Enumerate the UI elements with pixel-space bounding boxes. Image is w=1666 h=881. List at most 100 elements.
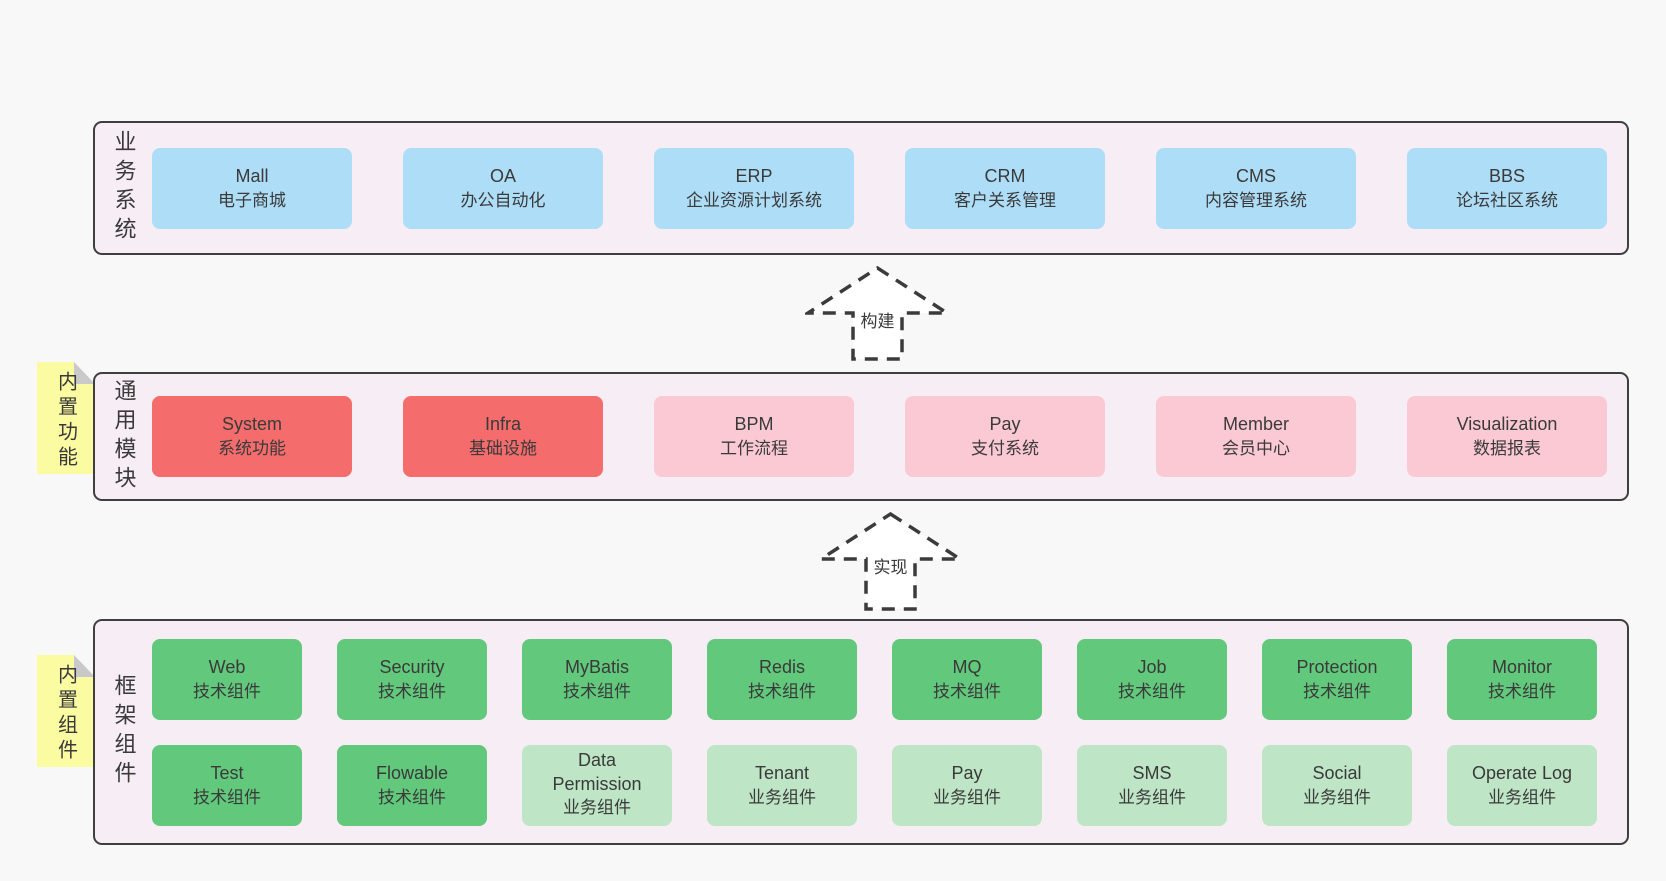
box-oa: OA 办公自动化 xyxy=(403,147,603,229)
box-desc: 支付系统 xyxy=(971,439,1039,459)
box-desc: 数据报表 xyxy=(1473,439,1541,459)
box-name: Infra xyxy=(484,414,522,435)
box-desc: 技术组件 xyxy=(563,681,631,701)
box-social: Social 业务组件 xyxy=(1262,744,1412,826)
box-desc: 技术组件 xyxy=(378,681,446,701)
box-operate-log: Operate Log 业务组件 xyxy=(1447,744,1597,826)
box-desc: 客户关系管理 xyxy=(954,190,1056,210)
box-pay: Pay 支付系统 xyxy=(905,396,1105,477)
box-name: BPM xyxy=(734,414,774,435)
band-boxes: System 系统功能 Infra 基础设施 BPM 工作流程 Pay 支付系统… xyxy=(152,396,1627,477)
sticky-note-built-in-components: 内置组件 xyxy=(37,655,95,767)
box-name: Test xyxy=(210,762,244,783)
box-name: Protection xyxy=(1296,656,1378,677)
box-security: Security 技术组件 xyxy=(337,638,487,720)
band-title: 框架组件 xyxy=(111,674,137,790)
box-desc: 技术组件 xyxy=(748,681,816,701)
box-crm: CRM 客户关系管理 xyxy=(905,147,1105,229)
box-monitor: Monitor 技术组件 xyxy=(1447,638,1597,720)
box-tenant: Tenant 业务组件 xyxy=(707,744,857,826)
box-cms: CMS 内容管理系统 xyxy=(1156,147,1356,229)
note-label: 内置组件 xyxy=(54,664,77,764)
box-desc: 技术组件 xyxy=(1488,681,1556,701)
build-arrow-icon: 构建 xyxy=(805,266,950,362)
build-arrow-label: 构建 xyxy=(861,312,895,331)
box-sms: SMS 业务组件 xyxy=(1077,744,1227,826)
box-desc: 业务组件 xyxy=(563,798,631,818)
box-system: System 系统功能 xyxy=(152,396,352,477)
box-desc: 技术组件 xyxy=(378,787,446,807)
box-bpm: BPM 工作流程 xyxy=(654,396,854,477)
box-desc: 基础设施 xyxy=(469,439,537,459)
band-boxes: Mall 电子商城 OA 办公自动化 ERP 企业资源计划系统 CRM 客户关系… xyxy=(152,147,1627,229)
box-name: Web xyxy=(208,656,246,677)
box-pay-component: Pay 业务组件 xyxy=(892,744,1042,826)
box-name: Mall xyxy=(235,165,269,186)
box-test: Test 技术组件 xyxy=(152,744,302,826)
box-name: Operate Log xyxy=(1471,762,1573,783)
implement-arrow-label: 实现 xyxy=(874,558,908,577)
box-name: Redis xyxy=(758,656,806,677)
box-name: Social xyxy=(1312,762,1362,783)
component-row-1: Web 技术组件 Security 技术组件 MyBatis 技术组件 Redi… xyxy=(152,638,1597,720)
box-erp: ERP 企业资源计划系统 xyxy=(654,147,854,229)
box-desc: 业务组件 xyxy=(1118,787,1186,807)
note-label: 内置功能 xyxy=(54,371,77,471)
box-flowable: Flowable 技术组件 xyxy=(337,744,487,826)
box-desc: 业务组件 xyxy=(1303,787,1371,807)
box-desc: 系统功能 xyxy=(218,439,286,459)
box-name: CMS xyxy=(1236,165,1276,186)
box-name: Flowable xyxy=(375,762,449,783)
box-desc: 技术组件 xyxy=(193,681,261,701)
box-desc: 办公自动化 xyxy=(460,190,546,210)
box-infra: Infra 基础设施 xyxy=(403,396,603,477)
box-name: Pay xyxy=(989,414,1021,435)
box-desc: 会员中心 xyxy=(1222,439,1290,459)
box-member: Member 会员中心 xyxy=(1156,396,1356,477)
band-business-systems: 业务系统 Mall 电子商城 OA 办公自动化 ERP 企业资源计划系统 CRM… xyxy=(93,121,1629,255)
box-desc: 业务组件 xyxy=(748,787,816,807)
box-name: SMS xyxy=(1132,762,1172,783)
box-name: Job xyxy=(1137,656,1167,677)
box-bbs: BBS 论坛社区系统 xyxy=(1407,147,1607,229)
box-name: Tenant xyxy=(754,762,810,783)
box-name: Security xyxy=(379,656,445,677)
box-desc: 技术组件 xyxy=(933,681,1001,701)
box-name: CRM xyxy=(984,165,1026,186)
box-desc: 技术组件 xyxy=(193,787,261,807)
band-title: 业务系统 xyxy=(111,130,137,246)
box-protection: Protection 技术组件 xyxy=(1262,638,1412,720)
box-data-permission: Data Permission 业务组件 xyxy=(522,744,672,826)
box-name: Data Permission xyxy=(552,750,642,794)
box-name: MQ xyxy=(952,656,982,677)
box-mall: Mall 电子商城 xyxy=(152,147,352,229)
implement-arrow-icon: 实现 xyxy=(818,512,963,612)
box-redis: Redis 技术组件 xyxy=(707,638,857,720)
box-name: Visualization xyxy=(1456,414,1558,435)
component-row-2: Test 技术组件 Flowable 技术组件 Data Permission … xyxy=(152,744,1597,826)
band-title: 通用模块 xyxy=(111,378,137,495)
box-desc: 工作流程 xyxy=(720,439,788,459)
box-name: System xyxy=(221,414,282,435)
box-mybatis: MyBatis 技术组件 xyxy=(522,638,672,720)
box-desc: 技术组件 xyxy=(1118,681,1186,701)
box-visualization: Visualization 数据报表 xyxy=(1407,396,1607,477)
box-name: OA xyxy=(489,165,516,186)
box-desc: 企业资源计划系统 xyxy=(686,190,822,210)
box-name: BBS xyxy=(1488,165,1526,186)
box-name: Member xyxy=(1222,414,1289,435)
box-desc: 业务组件 xyxy=(933,787,1001,807)
box-name: Monitor xyxy=(1491,656,1553,677)
band-framework-components: 框架组件 Web 技术组件 Security 技术组件 MyBatis 技术组件… xyxy=(93,619,1629,845)
box-desc: 电子商城 xyxy=(218,190,286,210)
band-common-modules: 通用模块 System 系统功能 Infra 基础设施 BPM 工作流程 Pay… xyxy=(93,372,1629,501)
box-web: Web 技术组件 xyxy=(152,638,302,720)
sticky-note-built-in-features: 内置功能 xyxy=(37,362,95,474)
box-desc: 技术组件 xyxy=(1303,681,1371,701)
box-desc: 论坛社区系统 xyxy=(1456,190,1558,210)
box-desc: 业务组件 xyxy=(1488,787,1556,807)
box-name: Pay xyxy=(951,762,983,783)
band-boxes: Web 技术组件 Security 技术组件 MyBatis 技术组件 Redi… xyxy=(152,638,1627,826)
box-name: MyBatis xyxy=(564,656,629,677)
